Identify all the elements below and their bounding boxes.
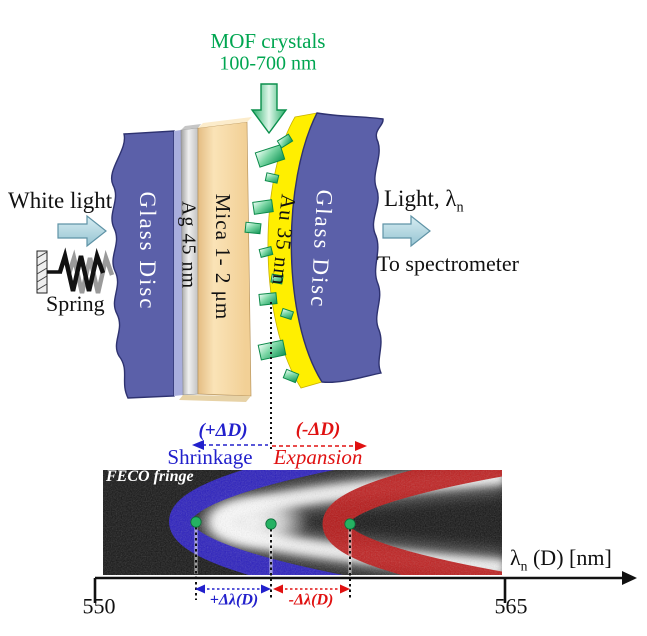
- dot-shrinkage: [190, 516, 202, 528]
- mica-layer-bevel: [198, 117, 252, 128]
- plus-delta-lambda-label: +Δλ(D): [209, 591, 259, 609]
- ag-layer-label: Ag 45 nm: [177, 201, 200, 289]
- minus-delta-lambda-label: -Δλ(D): [288, 591, 334, 609]
- minus-delta-d-label: (-ΔD): [295, 419, 341, 441]
- light-out-subscript: n: [456, 199, 464, 216]
- axis-tick-565: 565: [494, 593, 528, 619]
- mof-size-label: 100-700 nm: [219, 52, 317, 75]
- wavelength-axis: [93, 571, 637, 603]
- expansion-label: Expansion: [273, 444, 363, 469]
- dot-expansion: [344, 518, 356, 530]
- mica-layer-label: Mica 1- 2 μm: [211, 193, 236, 321]
- delta-lambda-red-arrow: [273, 584, 350, 594]
- glass-disc-right-label: Glass Disc: [305, 188, 338, 310]
- light-out-label: Light, λn: [384, 186, 464, 216]
- glass-disc-left-shape: [110, 130, 175, 399]
- axis-tick-550: 550: [82, 593, 116, 619]
- to-spectrometer-label: To spectrometer: [377, 251, 520, 276]
- white-light-label: White light: [8, 188, 113, 213]
- mof-crystals-group: [244, 133, 300, 384]
- dot-reference: [265, 518, 277, 530]
- glass-disc-left-highlight: [174, 130, 183, 396]
- spring-label: Spring: [46, 291, 105, 316]
- spring-icon: [36, 247, 115, 294]
- mof-deposit-arrow: [250, 83, 288, 135]
- glass-disc-right-shape: [290, 112, 384, 384]
- delta-lambda-blue-arrow: [195, 584, 271, 594]
- light-out-arrow: [382, 214, 431, 248]
- feco-image: [103, 470, 502, 600]
- mof-crystals-label: MOF crystals: [210, 28, 326, 53]
- feco-fringe-label: FECO fringe: [106, 468, 194, 485]
- expansion-arrow: [272, 441, 367, 451]
- axis-title: λn (D) [nm]: [510, 545, 612, 574]
- plus-delta-d-label: (+ΔD): [198, 420, 248, 442]
- shrinkage-label: Shrinkage: [167, 444, 253, 469]
- shrinkage-arrow: [192, 440, 268, 450]
- ag-layer-bevel: [181, 124, 201, 130]
- mica-layer-bottom-bevel: [179, 395, 251, 402]
- white-light-arrow: [57, 214, 107, 248]
- axis-title-subscript: n: [520, 558, 528, 574]
- fringe-marker-dots: [190, 516, 356, 530]
- glass-disc-left-label: Glass Disc: [135, 191, 161, 311]
